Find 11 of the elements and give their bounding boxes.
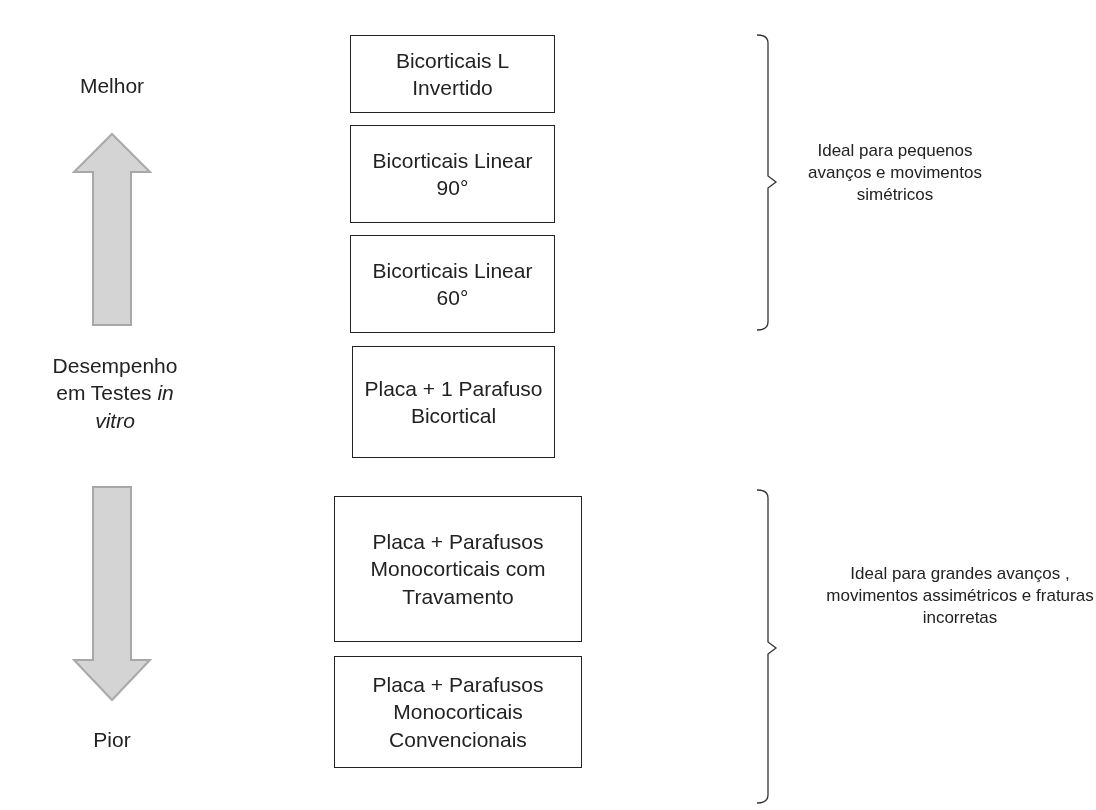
process-box: Bicorticais L Invertido bbox=[350, 35, 555, 113]
process-box: Placa + Parafusos Monocorticais com Travamento bbox=[334, 496, 582, 642]
performance-label: Desempenho em Testes in vitro bbox=[51, 353, 179, 434]
performance-label: Pior bbox=[92, 727, 132, 753]
process-box: Bicorticais Linear 90° bbox=[350, 125, 555, 223]
process-box: Placa + 1 Parafuso Bicortical bbox=[352, 346, 555, 458]
process-box: Placa + Parafusos Monocorticais Convencionais bbox=[334, 656, 582, 768]
note-text: Ideal para grandes avanços , movimentos assimétricos e fraturas incorretas bbox=[825, 563, 1095, 630]
note-text: Ideal para pequenos avanços e movimentos simétricos bbox=[807, 140, 983, 207]
performance-label: Melhor bbox=[78, 73, 146, 99]
process-box: Bicorticais Linear 60° bbox=[350, 235, 555, 333]
